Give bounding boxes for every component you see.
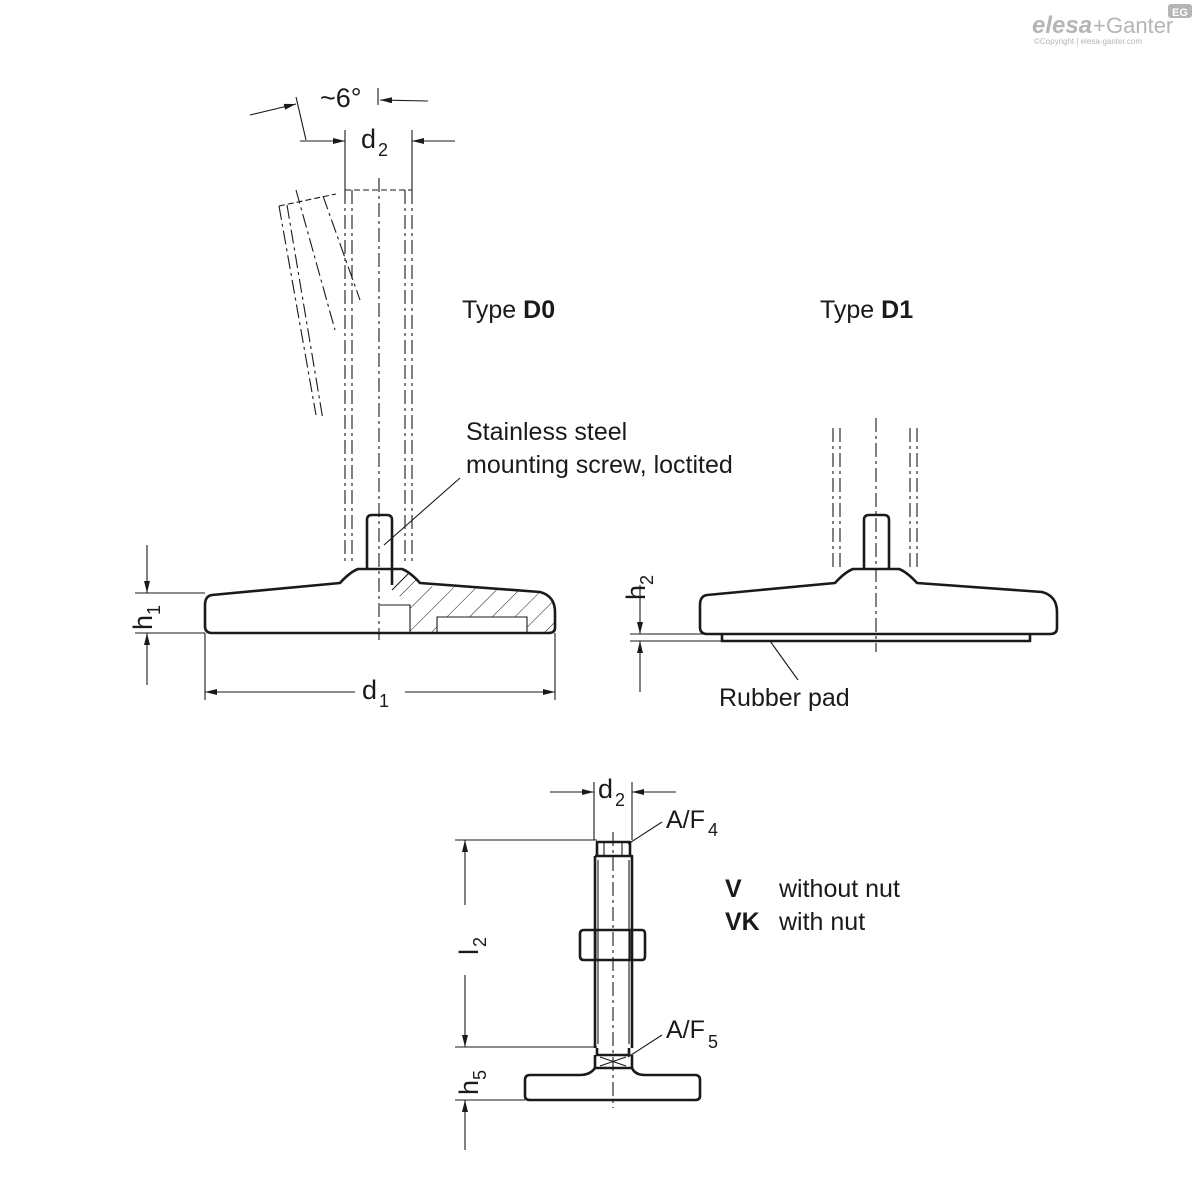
base-d1 (698, 567, 1059, 636)
svg-text:+: + (1093, 13, 1106, 38)
screw-annotation-line1: Stainless steel (466, 418, 627, 446)
svg-text:V: V (725, 875, 742, 903)
svg-text:5: 5 (470, 1070, 490, 1080)
type-d0-label: Type D0 (462, 296, 555, 324)
svg-text:A/F: A/F (666, 806, 705, 834)
svg-text:elesa: elesa (1032, 12, 1092, 39)
svg-text:5: 5 (708, 1032, 718, 1052)
svg-text:1: 1 (144, 605, 164, 615)
svg-text:d: d (598, 774, 613, 804)
dimension-d2-top: d 2 (361, 124, 388, 160)
rubber-pad (720, 634, 1032, 643)
tilted-tube-phantom (278, 189, 361, 421)
figure-type-d0: Stainless steel mounting screw, loctited… (128, 83, 733, 711)
dimension-l2: l 2 (454, 937, 490, 955)
svg-text:d: d (361, 124, 376, 154)
variant-legend: V without nut VK with nut (725, 875, 900, 936)
svg-text:EG: EG (1172, 7, 1188, 19)
base-small (523, 1067, 702, 1102)
dimension-h5: h 5 (454, 1070, 490, 1095)
svg-text:2: 2 (378, 140, 388, 160)
dimension-h2: h 2 (621, 575, 657, 600)
dimension-d2-bottom: d 2 (598, 774, 625, 810)
svg-text:2: 2 (615, 790, 625, 810)
svg-text:without nut: without nut (778, 875, 900, 903)
svg-text:l: l (454, 949, 484, 955)
svg-text:h: h (621, 585, 651, 600)
svg-text:Ganter: Ganter (1106, 13, 1173, 38)
svg-text:with nut: with nut (778, 908, 865, 936)
svg-text:2: 2 (470, 937, 490, 947)
base-d0 (203, 567, 557, 635)
figure-type-d1: Type D1 Rubber pad h 2 (621, 296, 1059, 712)
screw-annotation-line2: mounting screw, loctited (466, 451, 733, 479)
svg-text:h: h (128, 615, 158, 630)
angle-label: ~6° (320, 83, 362, 113)
hex-nut (578, 928, 647, 962)
dimension-h1: h 1 (128, 605, 164, 630)
dimension-af5: A/F 5 (666, 1016, 718, 1052)
figure-leveling-element: d 2 A/F 4 A/F 5 l 2 h 5 V (454, 774, 900, 1150)
svg-text:2: 2 (637, 575, 657, 585)
svg-text:A/F: A/F (666, 1016, 705, 1044)
type-d1-label: Type D1 (820, 296, 913, 324)
tube-phantom (344, 178, 413, 640)
mounting-screw-d1 (862, 513, 891, 569)
rubber-pad-label: Rubber pad (719, 684, 850, 712)
svg-text:VK: VK (725, 908, 760, 936)
svg-text:h: h (454, 1080, 484, 1095)
svg-text:d: d (362, 675, 377, 705)
svg-text:©Copyright | elesa-ganter.com: ©Copyright | elesa-ganter.com (1034, 37, 1142, 46)
mounting-screw (365, 513, 394, 585)
dimension-d1: d 1 (362, 675, 389, 711)
svg-text:1: 1 (379, 691, 389, 711)
threaded-rod (593, 854, 634, 1048)
svg-text:4: 4 (708, 820, 718, 840)
elesa-ganter-logo: elesa + Ganter EG ©Copyright | elesa-gan… (1032, 4, 1192, 46)
dimension-af4: A/F 4 (666, 806, 718, 840)
